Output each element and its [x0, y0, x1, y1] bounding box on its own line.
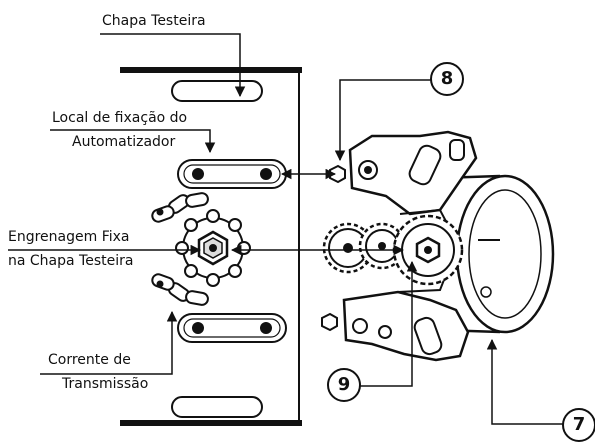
label-local-fixacao-line1: Local de fixação do: [52, 110, 188, 126]
label-corrente-line2: Transmissão: [62, 376, 149, 392]
callout-8: 8: [430, 62, 464, 96]
callout-7: 7: [562, 408, 595, 442]
label-engrenagem-line1: Engrenagem Fixa: [8, 229, 130, 245]
corrente-chain: [151, 192, 209, 306]
chapa-testeira-plate: [120, 67, 302, 426]
leader-lines: [8, 33, 565, 425]
engrenagem-fixa-drawing: [175, 209, 251, 287]
motor-housing: [321, 130, 555, 362]
label-corrente-line1: Corrente de: [48, 352, 131, 368]
label-local-fixacao-line2: Automatizador: [72, 134, 176, 150]
label-chapa-testeira: Chapa Testeira: [102, 13, 206, 29]
label-engrenagem-line2: na Chapa Testeira: [8, 253, 134, 269]
callout-9: 9: [327, 368, 361, 402]
